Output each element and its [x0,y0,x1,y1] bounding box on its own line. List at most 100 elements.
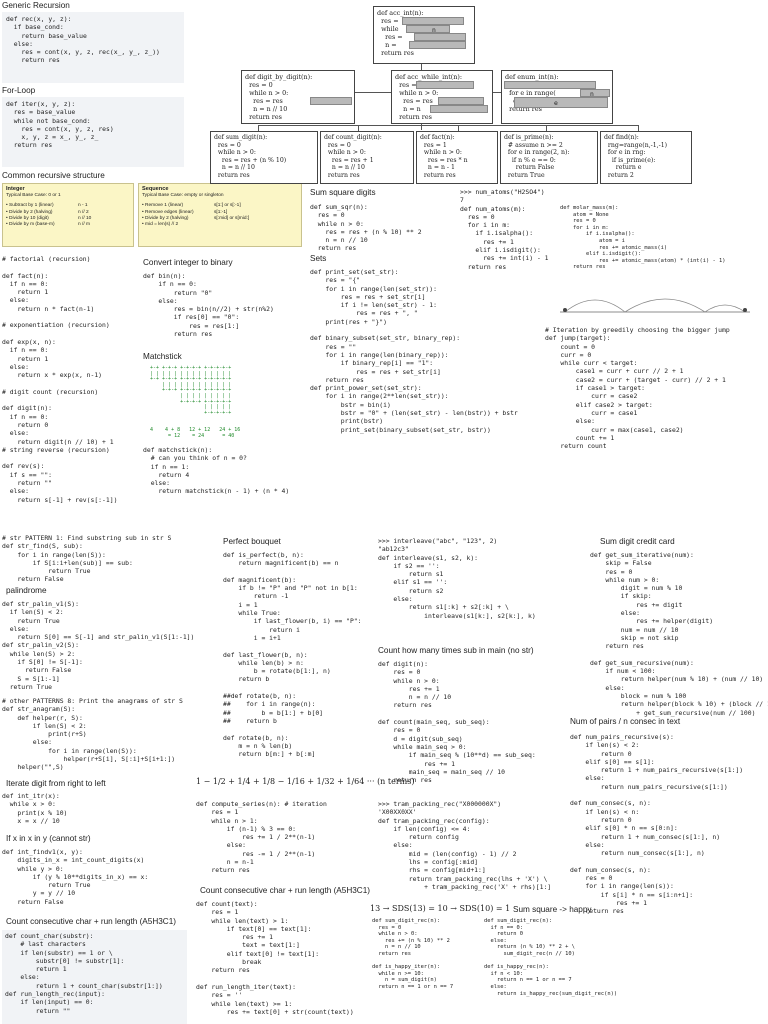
sequence-title: Sequence [142,186,169,192]
code-num-atoms: >>> num_atoms("H2SO4") 7 def num_atoms(m… [460,188,549,271]
header-sum-digit-credit: Sum digit credit card [600,537,675,546]
code-interleave: >>> interleave("abc", "123", 2) "ab12c3"… [378,537,536,620]
sequence-row-value: s[:mid] or s[mid:] [214,215,250,221]
header-num-pairs: Num of pairs / n consec in text [570,717,681,726]
integer-title: Integer [6,186,25,192]
box-sum-digit: def sum_digit(n): res = 0 while n > 0: r… [210,131,318,184]
integer-row-label: • Divide by 10 (digit) [6,215,49,221]
sequence-row: • Divide by 2 (halving) s[:mid] or s[mid:… [142,216,298,222]
box-is-prime: def is_prime(n): # assume n >= 2 for e i… [500,131,598,184]
sequence-row-label: • Divide by 2 (halving) [142,215,189,221]
header-for-loop: For-Loop [2,86,36,95]
code-sets: def print_set(set_str): res = "{" for i … [310,268,518,434]
code-substring: # str PATTERN 1: Find substring sub in s… [2,534,172,584]
code-series: def compute_series(n): # iteration res =… [196,800,327,875]
sum-digit-code: def sum_digit(n): res = 0 while n > 0: r… [214,134,287,179]
code-int-itr: def int_itr(x): while x > 0: print(x % 1… [2,792,68,825]
integer-box: Integer Typical Base Case: 0 or 1 • Subt… [2,183,134,247]
integer-row-value: n // 2 [78,209,89,215]
is-prime-code: def is_prime(n): # assume n >= 2 for e i… [504,134,570,179]
box-enum-int: def enum_int(n): res = for e in range( e… [501,70,613,124]
series-formula: 1 − 1/2 + 1/4 + 1/8 − 1/16 + 1/32 + 1/64… [196,777,414,786]
header-sum-square-digits: Sum square digits [310,188,376,197]
series-formula-lead: 1 − 1/2 + 1/4 + 1/8 − 1/16 + 1/32 + 1/64… [196,777,375,786]
header-palindrome: palindrome [6,586,47,595]
integer-row: • Divide by m (base-m) n // m [6,222,130,228]
code-tram: >>> tram_packing_rec("X000000X") 'X00XX0… [378,800,552,891]
code-jump: # Iteration by greedily choosing the big… [545,326,730,451]
code-digit-count: def digit(n): res = 0 while n > 0: res +… [378,660,536,785]
header-if-x-in-y: If x in x in y (cannot str) [6,834,91,843]
sequence-row: • mid = len(s) // 2 [142,222,298,228]
code-pairs: def num_pairs_recursive(s): if len(s) < … [570,733,744,916]
header-generic-recursion: Generic Recursion [2,1,70,10]
sequence-row-label: • Remove 1 (linear) [142,203,184,209]
integer-base: Typical Base Case: 0 or 1 [6,193,61,199]
code-perfect: def is_perfect(b, n): return magnificent… [223,551,362,759]
code-iter: def iter(x, y, z): res = base_value whil… [2,97,184,167]
box-acc-int: def acc_int(n): res = while res = n = re… [373,6,475,64]
box-acc-while-int: def acc_while_int(n): res = while n > 0:… [391,70,493,124]
integer-row-value: n // m [78,222,90,228]
code-happy-right: def sum_digit_rec(n): if n == 0: return … [484,918,618,997]
sequence-row-label: • mid = len(s) // 2 [142,222,179,228]
enum-n-label: n [590,90,594,98]
integer-row-value: n // 10 [78,215,92,221]
code-palindrome: def str_palin_v1(S): if len(S) < 2: retu… [2,600,195,691]
integer-rows: • Subtract by 1 (linear)n - 1• Divide by… [6,203,130,228]
integer-row-label: • Subtract by 1 (linear) [6,203,54,209]
header-sum-square-happy: Sum square -> happy [513,905,592,914]
code-credit: def get_sum_iterative(num): skip = False… [590,551,768,717]
code-anagram: # other PATTERNS 8: Print the anagrams o… [2,697,183,772]
sequence-box: Sequence Typical Base Case: empty or sin… [138,183,302,247]
find-code: def find(n): rng=range(n,-1,-1) for e in… [604,134,668,179]
acc-int-code: def acc_int(n): res = while res = n = re… [377,9,424,57]
integer-row-label: • Divide by 2 (halving) [6,209,53,215]
header-perfect-bouquet: Perfect bouquet [223,537,281,546]
header-count-substring: Count how many times sub in main (no str… [378,646,534,655]
sequence-row: • Remove 1 (linear) s[1:] or s[:-1] [142,203,298,209]
code-sum-sqr: def sum_sqr(n): res = 0 while n > 0: res… [310,203,422,253]
digit-by-digit-code: def digit_by_digit(n): res = 0 while n >… [245,73,313,121]
jump-figure [560,298,750,313]
box-count-digit: def count_digit(n): res = 0 while n > 0:… [320,131,414,184]
integer-row: • Subtract by 1 (linear) n - 1 [6,203,130,209]
matchstick-grid: +-+ +-+-+ +-+-+-+ +-+-+-+-+ | | | | | | … [150,365,232,416]
header-matchstick: Matchstick [143,352,182,361]
integer-row-value: n - 1 [78,203,88,209]
sequence-row-label: • Remove edges (linear) [142,209,194,215]
function-tree-diagram: def acc_int(n): res = while res = n = re… [208,0,768,184]
code-molar-mass: def molar_mass(m): atom = None res = 0 f… [560,205,726,271]
header-count-consecutive-left: Count consecutive char + run length (A5H… [6,917,176,926]
acc-int-n-label: n [432,26,436,34]
code-binary: def bin(n): if n == 0: return "0" else: … [143,272,274,339]
integer-row: • Divide by 10 (digit) n // 10 [6,216,130,222]
integer-row: • Divide by 2 (halving) n // 2 [6,210,130,216]
code-happy-left: def sum_digit_rec(n): res = 0 while n > … [372,918,454,990]
code-factorial: # factorial (recursion) def fact(n): if … [2,255,118,504]
sequence-base: Typical Base Case: empty or singleton [142,193,224,199]
code-count-char: def count_char(substr): # last character… [2,930,187,1024]
header-common-recursive-structure: Common recursive structure [2,171,105,180]
box-find: def find(n): rng=range(n,-1,-1) for e in… [600,131,692,184]
acc-while-int-code: def acc_while_int(n): res = while n > 0:… [395,73,463,121]
code-findv1: def int_findv1(x, y): digits_in_x = int_… [2,848,149,906]
integer-row-label: • Divide by m (base-m) [6,222,55,228]
sequence-row-value: s[1:-1] [214,209,228,215]
code-rec: def rec(x, y, z): if base_cond: return b… [2,12,184,83]
header-count-consecutive-mid: Count consecutive char + run length (A5H… [200,886,370,895]
enum-e-label: e [554,99,558,107]
sequence-row: • Remove edges (linear) s[1:-1] [142,210,298,216]
header-convert-binary: Convert integer to binary [143,258,233,267]
fact-box-code: def fact(n): res = 1 while n > 0: res = … [420,134,468,179]
series-formula-tail: (n terms) [377,777,415,786]
sequence-row-value: s[1:] or s[:-1] [214,203,241,209]
box-digit-by-digit: def digit_by_digit(n): res = 0 while n >… [241,70,355,124]
header-iterate-digit: Iterate digit from right to left [6,779,106,788]
sequence-rows: • Remove 1 (linear)s[1:] or s[:-1]• Remo… [142,203,298,228]
matchstick-counts: 4 4 + 8 12 + 12 24 + 16 = 12 = 24 = 40 [150,427,241,439]
code-matchstick: def matchstick(n): # can you think of n … [143,446,290,496]
box-fact: def fact(n): res = 1 while n > 0: res = … [416,131,498,184]
happy-formula: 13 → SDS(13) = 10 → SDS(10) = 1 [370,904,511,913]
count-digit-code: def count_digit(n): res = 0 while n > 0:… [324,134,382,179]
